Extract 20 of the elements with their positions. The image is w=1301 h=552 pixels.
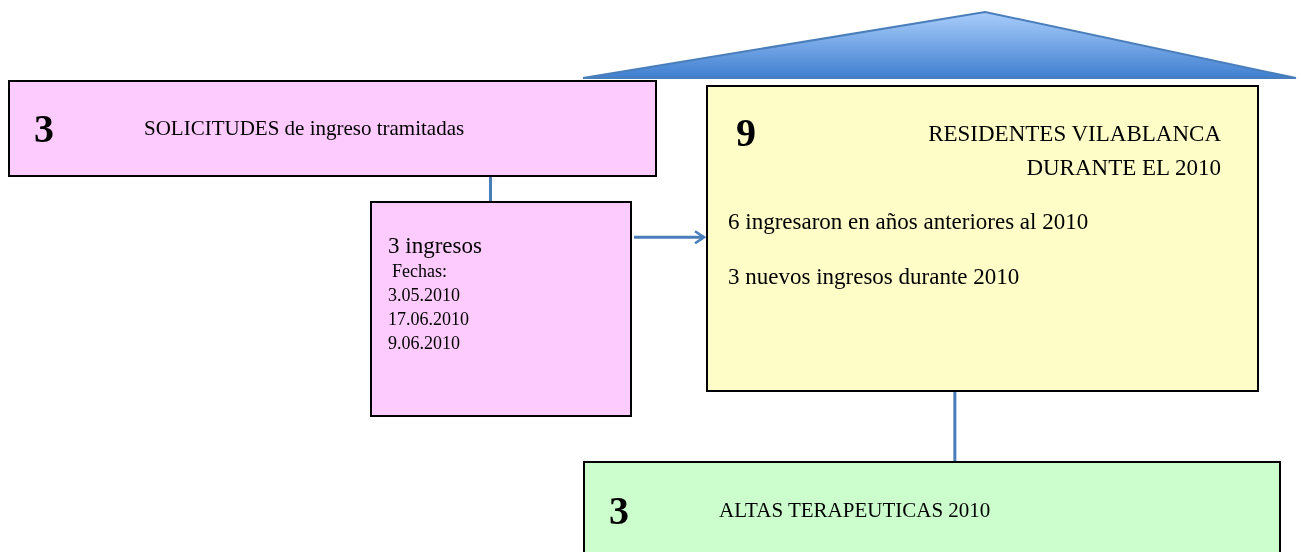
heading-text: 3 ingresos	[388, 233, 483, 259]
arrow	[634, 230, 706, 245]
body-text: 3 nuevos ingresos durante 2010	[727, 262, 1020, 291]
text-box	[583, 461, 1281, 552]
count-number: 3	[609, 487, 630, 535]
date-text: 9.06.2010	[388, 332, 461, 355]
count-number: 3	[34, 104, 55, 153]
heading-text: RESIDENTES VILABLANCA DURANTE EL 2010	[927, 120, 1222, 182]
heading-text: SOLICITUDES de ingreso tramitadas	[144, 114, 465, 142]
count-number: 9	[736, 111, 757, 157]
connector-line	[489, 177, 492, 201]
date-text: 3.05.2010	[388, 284, 461, 307]
text-box	[706, 85, 1259, 392]
date-text: 17.06.2010	[388, 308, 470, 331]
text-box	[370, 201, 632, 417]
date-text: Fechas:	[391, 260, 448, 283]
text-box	[8, 80, 657, 177]
body-text: 6 ingresaron en años anteriores al 2010	[727, 208, 1089, 236]
connector-line	[953, 392, 957, 461]
heading-text: ALTAS TERAPEUTICAS 2010	[719, 497, 991, 525]
